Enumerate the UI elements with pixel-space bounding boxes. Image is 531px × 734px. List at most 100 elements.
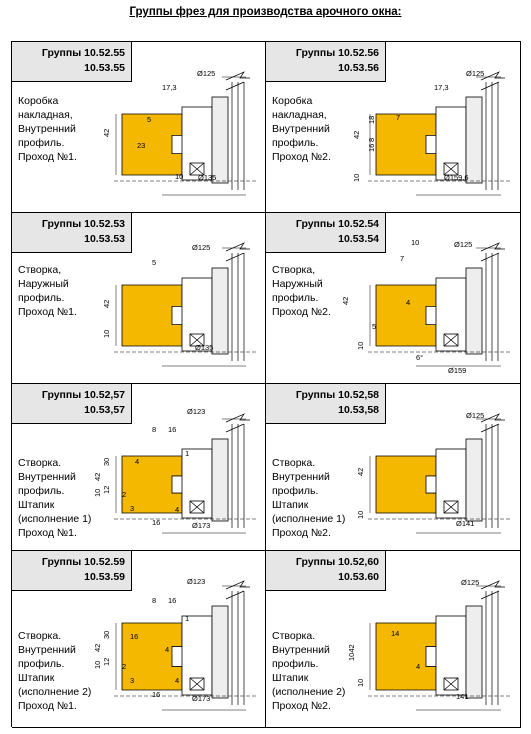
workpiece-profile	[121, 284, 183, 347]
dimension-label: 16	[168, 425, 176, 434]
group-number: Группы 10.52.55	[41, 47, 125, 59]
dimension-label: 42	[356, 468, 365, 476]
workpiece-profile	[375, 284, 437, 347]
dimension-label: 4	[165, 645, 169, 654]
dimension-label: 16	[367, 144, 376, 152]
axis-arrow	[225, 71, 250, 81]
group-number: 10.53.54	[338, 233, 379, 245]
group-number: 10.53.53	[84, 233, 125, 245]
description-line: Внутренний	[18, 123, 76, 135]
description-line: накладная,	[18, 109, 73, 121]
dimension-label: 16	[152, 518, 160, 527]
dimension-label: 16	[152, 690, 160, 699]
axis-arrow	[480, 580, 505, 590]
page-title: Группы фрез для производства арочного ок…	[129, 6, 402, 18]
description-line: Створка.	[18, 457, 62, 469]
dimension-label: 1042	[347, 644, 356, 661]
cutter-hub	[465, 438, 483, 522]
dimension-label: Ø173	[192, 521, 210, 530]
workpiece-profile	[375, 622, 437, 691]
description-line: профиль.	[272, 658, 319, 670]
axis-arrow	[480, 252, 500, 262]
cutter-hub	[465, 267, 483, 355]
group-number: 10.53.56	[338, 62, 379, 74]
description-line: Наружный	[272, 278, 323, 290]
dimension-label: 4	[406, 298, 410, 307]
bearing-cross	[189, 162, 205, 176]
axis-arrow	[225, 252, 245, 262]
bearing-cross	[189, 500, 205, 514]
dimension-label: 7	[396, 113, 400, 122]
cutter-hub	[465, 605, 483, 699]
workpiece-profile	[375, 113, 437, 176]
dimension-label: 5	[372, 322, 376, 331]
axis-arrow	[480, 71, 505, 81]
dimension-label: 6°	[416, 353, 423, 362]
axis-arrow	[225, 81, 245, 91]
axis-arrow	[225, 413, 250, 423]
group-number: 10.53.59	[84, 571, 125, 583]
bearing-cross	[443, 333, 459, 347]
dimension-label: 14	[391, 629, 399, 638]
description-line: Проход №1.	[18, 306, 77, 318]
dimension-label: Ø135	[198, 173, 216, 182]
dimension-label: 17,3	[162, 83, 177, 92]
dimension-label: Ø159,6	[444, 173, 469, 182]
dimension-label: 5	[147, 115, 151, 124]
dimension-label: 1	[185, 449, 189, 458]
group-number: Группы 10.52,58	[295, 389, 379, 401]
description-line: (исполнение 2)	[272, 686, 346, 698]
description-line: профиль.	[272, 292, 319, 304]
cutter-hub	[211, 267, 229, 355]
description-line: Штапик	[18, 672, 55, 684]
description-line: Внутренний	[18, 471, 76, 483]
dimension-label: 12	[102, 486, 111, 494]
dimension-label: 16	[130, 632, 138, 641]
axis-arrow	[225, 242, 250, 252]
description-line: Проход №2.	[272, 306, 331, 318]
bearing-cross	[443, 500, 459, 514]
profile-description: Створка, Наружный профиль. Проход №2.	[272, 263, 331, 319]
description-line: (исполнение 1)	[272, 513, 346, 525]
description-line: Внутренний	[272, 123, 330, 135]
description-line: профиль.	[272, 137, 319, 149]
description-line: накладная,	[272, 109, 327, 121]
description-line: Штапик	[272, 499, 309, 511]
dimension-label: Ø159	[448, 366, 466, 375]
axis-arrow	[225, 580, 250, 590]
dimension-label: 42	[352, 131, 361, 139]
dimension-label: 3	[130, 504, 134, 513]
dimension-label: Ø125	[454, 240, 472, 249]
cutter-hub	[211, 605, 229, 699]
dimension-label: 8	[367, 138, 376, 142]
dimension-label: 42	[102, 129, 111, 137]
dimension-label: 42	[341, 297, 350, 305]
group-numbers: Группы 10.52,60 10.53.60	[266, 551, 386, 591]
group-number: 10.53.60	[338, 571, 379, 583]
description-line: Створка.	[18, 630, 62, 642]
workpiece-profile	[375, 455, 437, 514]
description-line: Створка,	[18, 264, 62, 276]
description-line: профиль.	[18, 137, 65, 149]
description-line: Коробка	[272, 95, 313, 107]
dimension-label: 10	[175, 172, 183, 181]
description-line: Створка,	[272, 264, 316, 276]
group-number: Группы 10.52,60	[295, 556, 379, 568]
dimension-label: 7	[400, 254, 404, 263]
dimension-label: Ø125	[197, 69, 215, 78]
dimension-label: Ø123	[187, 407, 205, 416]
